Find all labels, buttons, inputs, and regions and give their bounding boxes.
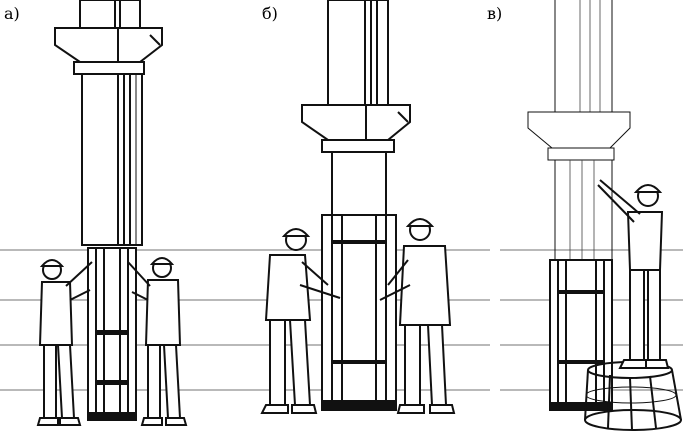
panel-b-label: б) xyxy=(262,4,278,23)
panel-b-drawing xyxy=(250,0,490,414)
panel-b-capital xyxy=(301,104,411,141)
panel-a-worker-left xyxy=(36,259,93,426)
panel-c-label: в) xyxy=(487,4,503,23)
panel-a-label: а) xyxy=(4,4,20,23)
panel-c-column xyxy=(527,0,631,265)
panel-b-worker-left xyxy=(260,228,341,414)
panel-a-worker-right xyxy=(127,257,188,426)
panel-b-column-stub xyxy=(331,152,387,215)
panel-c-drawing xyxy=(500,0,683,431)
panel-b-worker-right xyxy=(379,218,456,414)
panel-c-formwork xyxy=(549,259,613,411)
panel-a-column-shaft xyxy=(81,73,143,246)
panel-a-collar xyxy=(73,61,145,75)
panel-c-stand xyxy=(584,361,682,431)
panel-a-formwork xyxy=(87,247,137,421)
panel-c-worker xyxy=(597,179,670,369)
panel-b-collar xyxy=(321,139,395,153)
panel-b-column-top xyxy=(327,0,389,106)
panel-b-formwork xyxy=(321,214,397,411)
panel-a-capital xyxy=(54,27,163,63)
panel-a-drawing xyxy=(0,0,250,426)
panel-a-column-top xyxy=(79,0,141,29)
